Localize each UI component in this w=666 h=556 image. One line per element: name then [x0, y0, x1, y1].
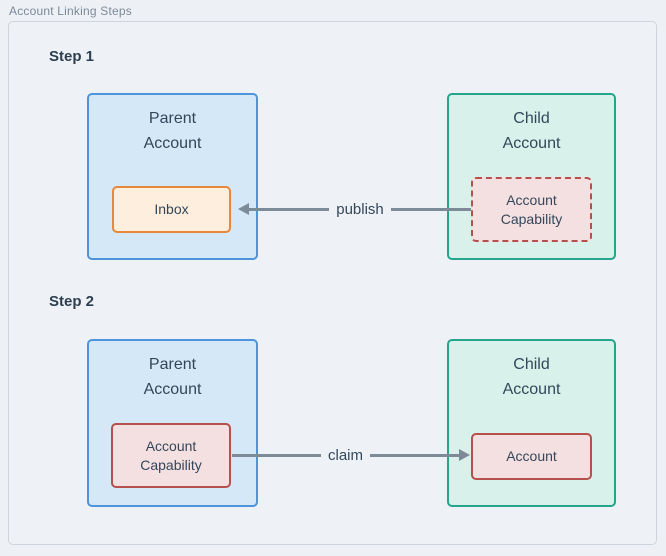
- arrow-line: [249, 207, 330, 211]
- arrow-line: [390, 207, 472, 211]
- step1-arrow-label: publish: [336, 200, 384, 218]
- diagram-container: Step 1 Parent Account Inbox Child Accoun…: [8, 21, 657, 545]
- step1-inbox-box: Inbox: [112, 186, 231, 233]
- step1-inbox-label: Inbox: [154, 201, 189, 217]
- step1-label: Step 1: [49, 48, 95, 65]
- diagram-title: Account Linking Steps: [9, 4, 132, 18]
- step1-publish-arrow: publish: [238, 199, 472, 219]
- step2-child-account-box: Child Account Account: [447, 339, 616, 507]
- step2-account-label: Account: [506, 448, 557, 464]
- arrow-line: [370, 453, 460, 457]
- step1-parent-account-box: Parent Account Inbox: [87, 93, 258, 260]
- step2-label: Step 2: [49, 293, 95, 310]
- step1-child-account-box: Child Account Account Capability: [447, 93, 616, 260]
- arrow-head-right-icon: [459, 449, 471, 461]
- step2-account-capability-label: Account Capability: [140, 437, 202, 473]
- step2-child-account-title: Child Account: [502, 356, 561, 398]
- step1-child-account-title: Child Account: [502, 110, 561, 152]
- step2-account-capability-box: Account Capability: [111, 423, 231, 488]
- arrow-line: [232, 453, 321, 457]
- step2-arrow-label: claim: [328, 446, 364, 464]
- step1-account-capability-label: Account Capability: [500, 191, 563, 227]
- step1-account-capability-box: Account Capability: [471, 177, 592, 242]
- step2-parent-account-box: Parent Account Account Capability: [87, 339, 258, 507]
- arrow-head-left-icon: [238, 203, 249, 215]
- step2-account-box: Account: [471, 433, 592, 480]
- step2-parent-account-title: Parent Account: [143, 356, 202, 398]
- step1-parent-account-title: Parent Account: [143, 110, 202, 152]
- step2-claim-arrow: claim: [232, 445, 471, 465]
